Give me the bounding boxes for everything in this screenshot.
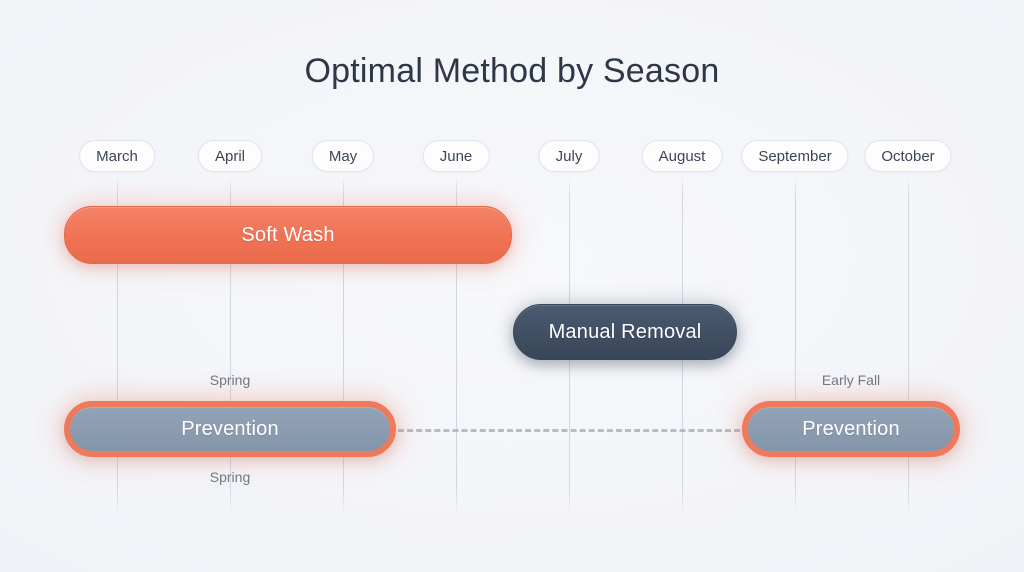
- annotation-spring-0: Spring: [209, 372, 251, 388]
- month-chip-june[interactable]: June: [422, 140, 490, 172]
- month-chip-september[interactable]: September: [741, 140, 849, 172]
- bar-soft-wash-0[interactable]: Soft Wash: [64, 206, 512, 264]
- bar-label: Prevention: [181, 417, 279, 440]
- bar-label: Manual Removal: [548, 320, 702, 343]
- gridline-april: [230, 176, 231, 516]
- month-chip-august[interactable]: August: [641, 140, 723, 172]
- bar-prevention-3[interactable]: Prevention: [742, 401, 960, 457]
- bar-prevention-2[interactable]: Prevention: [64, 401, 396, 457]
- gridline-may: [343, 176, 344, 516]
- gridline-september: [795, 176, 796, 516]
- annotation-spring-1: Spring: [209, 469, 251, 485]
- annotation-early-fall-2: Early Fall: [821, 372, 881, 388]
- month-chip-april[interactable]: April: [197, 140, 263, 172]
- bar-label: Prevention: [802, 417, 900, 440]
- bar-manual-removal-1[interactable]: Manual Removal: [513, 304, 737, 360]
- bar-label: Soft Wash: [241, 223, 335, 246]
- prevention-connector-line: [398, 429, 740, 432]
- month-chip-october[interactable]: October: [864, 140, 952, 172]
- month-chip-march[interactable]: March: [79, 140, 155, 172]
- gridline-june: [456, 176, 457, 516]
- page-title: Optimal Method by Season: [304, 52, 720, 90]
- month-chip-may[interactable]: May: [311, 140, 375, 172]
- gridline-march: [117, 176, 118, 516]
- month-chip-july[interactable]: July: [538, 140, 600, 172]
- gridline-october: [908, 176, 909, 516]
